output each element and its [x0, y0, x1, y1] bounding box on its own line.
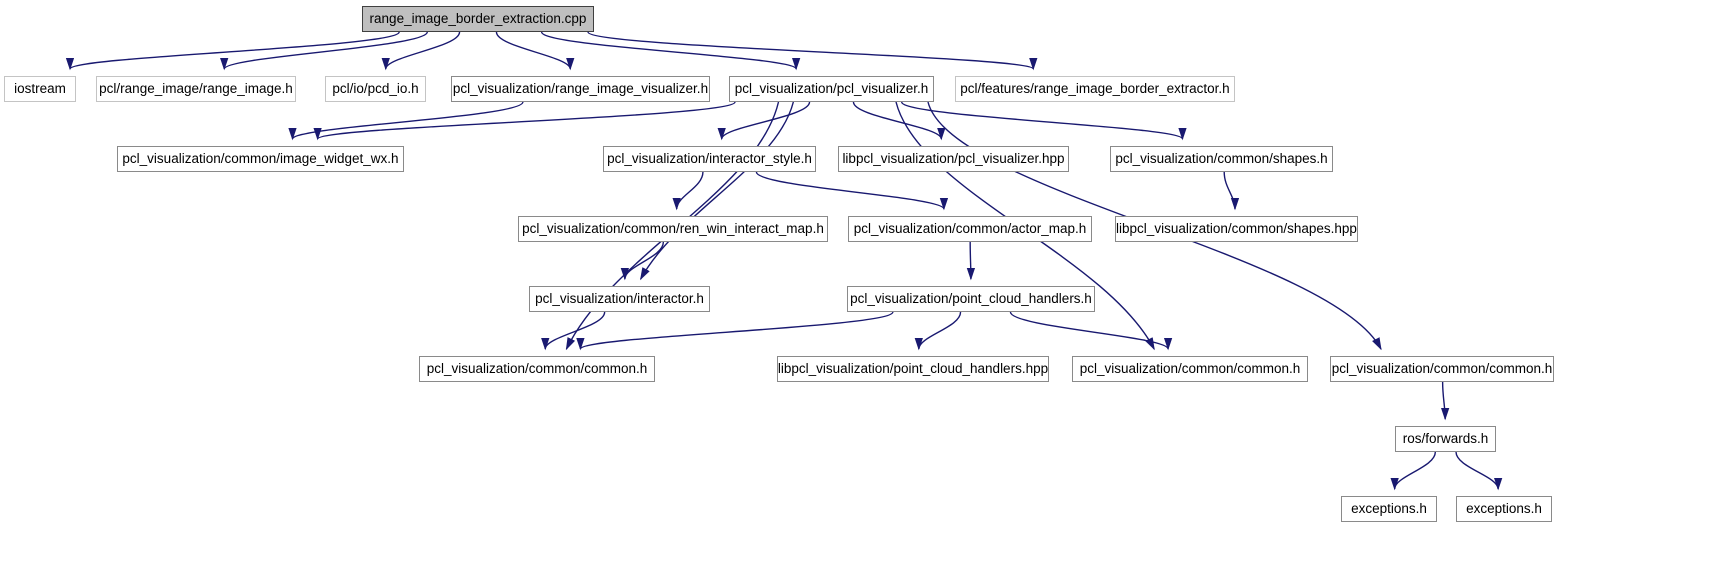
graph-node[interactable]: pcl_visualization/common/image_widget_wx… [117, 146, 404, 172]
graph-node-label: libpcl_visualization/point_cloud_handler… [777, 361, 1049, 377]
graph-node-label: pcl_visualization/point_cloud_handlers.h [850, 291, 1092, 307]
graph-edge [1440, 381, 1450, 421]
graph-node-label: libpcl_visualization/common/shapes.hpp [1116, 221, 1357, 237]
graph-edge [717, 101, 811, 141]
graph-edge [966, 241, 976, 281]
graph-edge [576, 311, 894, 351]
graph-edge [587, 31, 1038, 71]
graph-node[interactable]: ros/forwards.h [1395, 426, 1496, 452]
graph-edge [1009, 311, 1173, 351]
graph-node-label: libpcl_visualization/pcl_visualizer.hpp [842, 151, 1065, 167]
graph-node-label: pcl_visualization/common/image_widget_wx… [122, 151, 399, 167]
graph-node-label: pcl_visualization/interactor.h [535, 291, 704, 307]
graph-node[interactable]: pcl_visualization/pcl_visualizer.h [729, 76, 934, 102]
graph-node[interactable]: pcl_visualization/common/actor_map.h [848, 216, 1092, 242]
graph-node[interactable]: libpcl_visualization/common/shapes.hpp [1115, 216, 1358, 242]
graph-node-label: pcl/features/range_image_border_extracto… [960, 81, 1230, 97]
graph-node[interactable]: iostream [4, 76, 76, 102]
graph-node[interactable]: pcl_visualization/common/shapes.h [1110, 146, 1333, 172]
graph-node-root[interactable]: range_image_border_extraction.cpp [362, 6, 594, 32]
graph-node-label: pcl_visualization/common/common.h [426, 361, 648, 377]
graph-edge [220, 31, 428, 71]
graph-edge [66, 31, 400, 71]
graph-node[interactable]: pcl_visualization/point_cloud_handlers.h [847, 286, 1095, 312]
graph-node[interactable]: pcl/features/range_image_border_extracto… [955, 76, 1235, 102]
graph-node-label: pcl/io/pcd_io.h [332, 81, 419, 97]
graph-node-label: pcl_visualization/common/common.h [1331, 361, 1553, 377]
graph-node[interactable]: pcl_visualization/range_image_visualizer… [451, 76, 710, 102]
graph-node[interactable]: pcl_visualization/common/common.h [1330, 356, 1554, 382]
graph-node-label: pcl_visualization/range_image_visualizer… [452, 81, 709, 97]
graph-edge [381, 31, 461, 71]
graph-node[interactable]: pcl_visualization/interactor_style.h [603, 146, 816, 172]
graph-node[interactable]: libpcl_visualization/pcl_visualizer.hpp [838, 146, 1069, 172]
graph-node-label: pcl_visualization/common/ren_win_interac… [522, 221, 824, 237]
graph-node-label: pcl_visualization/pcl_visualizer.h [734, 81, 929, 97]
graph-node-label: pcl_visualization/common/shapes.h [1115, 151, 1328, 167]
graph-node[interactable]: pcl_visualization/common/ren_win_interac… [518, 216, 828, 242]
graph-node-label: pcl_visualization/common/actor_map.h [853, 221, 1087, 237]
graph-node[interactable]: pcl/io/pcd_io.h [325, 76, 426, 102]
graph-node[interactable]: pcl_visualization/common/common.h [1072, 356, 1308, 382]
graph-edge [914, 311, 962, 351]
graph-node[interactable]: libpcl_visualization/point_cloud_handler… [777, 356, 1049, 382]
graph-node-label: exceptions.h [1466, 501, 1542, 517]
graph-edge [852, 101, 946, 141]
graph-edge [541, 311, 606, 351]
graph-node-label: iostream [14, 81, 66, 97]
graph-node[interactable]: exceptions.h [1456, 496, 1552, 522]
graph-node-label: pcl/range_image/range_image.h [99, 81, 293, 97]
graph-node-label: pcl_visualization/interactor_style.h [607, 151, 812, 167]
graph-edge [495, 31, 575, 71]
graph-edge [1390, 451, 1437, 491]
graph-node-label: range_image_border_extraction.cpp [369, 11, 587, 27]
graph-edge [901, 101, 1187, 141]
graph-edge [1455, 451, 1503, 491]
graph-node[interactable]: exceptions.h [1341, 496, 1437, 522]
graph-node[interactable]: pcl_visualization/interactor.h [529, 286, 710, 312]
graph-node[interactable]: pcl/range_image/range_image.h [96, 76, 296, 102]
graph-edge [640, 101, 795, 281]
graph-edge [1223, 171, 1240, 211]
graph-edge [620, 241, 665, 281]
graph-node-label: pcl_visualization/common/common.h [1079, 361, 1301, 377]
graph-edge [755, 171, 948, 211]
graph-node-label: exceptions.h [1351, 501, 1427, 517]
graph-edge [672, 171, 704, 211]
graph-edge [313, 101, 736, 141]
graph-edge [540, 31, 801, 71]
graph-edge [288, 101, 524, 141]
graph-node-label: ros/forwards.h [1402, 431, 1489, 447]
graph-node[interactable]: pcl_visualization/common/common.h [419, 356, 655, 382]
